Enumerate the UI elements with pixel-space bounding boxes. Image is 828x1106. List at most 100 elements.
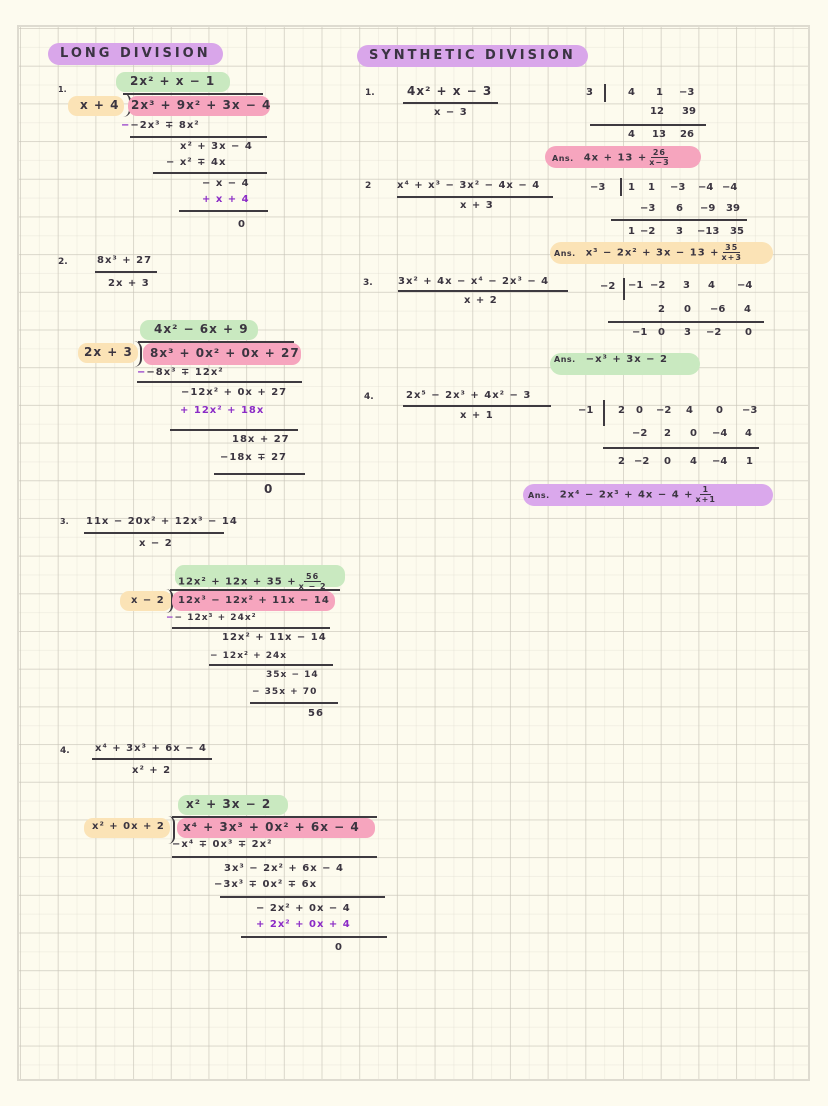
quotient: 4x² − 6x + 9 (154, 322, 249, 336)
quotient-highlight (140, 320, 258, 340)
coefficient: −4 (722, 182, 738, 193)
result-value: −4 (712, 456, 728, 467)
quotient-highlight (175, 565, 345, 587)
step-line: 35x − 14 (266, 670, 319, 680)
result-value: −2 (640, 226, 656, 237)
product-value: 4 (744, 304, 751, 315)
result-value: −2 (706, 327, 722, 338)
coefficient: 1 (656, 87, 663, 98)
product-value: −9 (700, 203, 716, 214)
fraction-denominator: 2x + 3 (108, 278, 150, 289)
fraction-numerator: 4x² + x − 3 (407, 84, 493, 98)
fraction-denominator: x + 3 (460, 200, 494, 211)
fraction-denominator: x − 3 (434, 107, 468, 118)
result-value: −1 (632, 327, 648, 338)
result-value: −2 (634, 456, 650, 467)
graph-paper-page (17, 25, 810, 1081)
divisor-highlight (120, 591, 172, 611)
answer-highlight (545, 146, 701, 168)
problem-number: 3. (363, 278, 373, 288)
result-value: 2 (618, 456, 625, 467)
answer-highlight (550, 242, 773, 264)
quotient-highlight (116, 72, 230, 92)
dividend: x⁴ + 3x³ + 0x² + 6x − 4 (183, 820, 360, 834)
product-value: 4 (745, 428, 752, 439)
subtraction-line (209, 664, 333, 666)
step-line: 3x³ − 2x² + 6x − 4 (224, 863, 344, 874)
fraction-bar (398, 290, 568, 292)
subtraction-line (130, 136, 267, 138)
fraction-denominator: x + 1 (460, 410, 494, 421)
step-line: −18x ∓ 27 (220, 452, 288, 463)
step-line: − 35x + 70 (252, 687, 318, 697)
remainder: 0 (335, 942, 343, 953)
coefficient: −3 (742, 405, 758, 416)
step-line: + 2x² + 0x + 4 (256, 919, 351, 930)
subtraction-line (137, 381, 302, 383)
result-value: 1 (746, 456, 753, 467)
result-value: 4 (628, 129, 635, 140)
product-value: 2 (664, 428, 671, 439)
problem-number: 4. (60, 746, 70, 756)
fraction-bar (84, 532, 224, 534)
result-value: 3 (684, 327, 691, 338)
fraction-numerator: 2x⁵ − 2x³ + 4x² − 3 (406, 390, 532, 401)
product-value: −6 (710, 304, 726, 315)
fraction-bar (403, 405, 551, 407)
dividend-highlight (177, 818, 375, 838)
result-value: 0 (658, 327, 665, 338)
fraction-numerator: 11x − 20x² + 12x³ − 14 (86, 516, 238, 527)
result-value: 3 (676, 226, 683, 237)
coefficient: −3 (679, 87, 695, 98)
step-line: −12x² + 0x + 27 (181, 387, 288, 398)
coefficient: 4 (686, 405, 693, 416)
fraction-numerator: x⁴ + 3x³ + 6x − 4 (95, 743, 208, 754)
step-line: + x + 4 (202, 194, 250, 205)
step-line: −3x³ ∓ 0x² ∓ 6x (214, 879, 318, 890)
division-bar (123, 93, 263, 95)
subtraction-line (179, 210, 268, 212)
division-bracket (134, 341, 142, 367)
coefficient: 3 (683, 280, 690, 291)
coefficient: 0 (716, 405, 723, 416)
dividend-highlight (143, 343, 301, 365)
dividend: 2x³ + 9x² + 3x − 4 (131, 98, 272, 112)
step-line: 18x + 27 (232, 434, 290, 445)
step-line: 12x² + 11x − 14 (222, 632, 327, 643)
division-bracket (168, 816, 175, 844)
synthetic-root: −1 (578, 405, 594, 416)
fraction-numerator: x⁴ + x³ − 3x² − 4x − 4 (397, 180, 541, 191)
result-value: 35 (730, 226, 744, 237)
product-value: 0 (690, 428, 697, 439)
fraction-bar (95, 271, 157, 273)
divisor: x² + 0x + 2 (92, 821, 165, 832)
divisor: x + 4 (80, 98, 120, 112)
fraction-denominator: x + 2 (464, 295, 498, 306)
dividend: 8x³ + 0x² + 0x + 27 (150, 346, 300, 360)
problem-number: 2. (58, 257, 68, 267)
divisor-highlight (68, 96, 124, 116)
result-value: 4 (690, 456, 697, 467)
synthetic-sum-line (590, 124, 706, 126)
division-bar (170, 589, 340, 591)
product-value: 39 (682, 106, 696, 117)
answer-highlight (550, 353, 700, 375)
subtraction-line (153, 172, 267, 174)
coefficient: −4 (698, 182, 714, 193)
coefficient: 4 (708, 280, 715, 291)
synthetic-root: −2 (600, 281, 616, 292)
remainder: 0 (238, 219, 246, 230)
synthetic-divider (623, 278, 625, 300)
coefficient: −1 (628, 280, 644, 291)
fraction-denominator: x − 2 (139, 538, 173, 549)
divisor: x − 2 (131, 595, 165, 606)
step-line: − 12x² + 24x (210, 651, 288, 661)
step-line: − 2x² + 0x − 4 (256, 903, 351, 914)
synthetic-divider (604, 84, 606, 102)
remainder: 0 (264, 482, 274, 496)
synthetic-root: 3 (586, 87, 593, 98)
problem-number: 4. (364, 392, 374, 402)
